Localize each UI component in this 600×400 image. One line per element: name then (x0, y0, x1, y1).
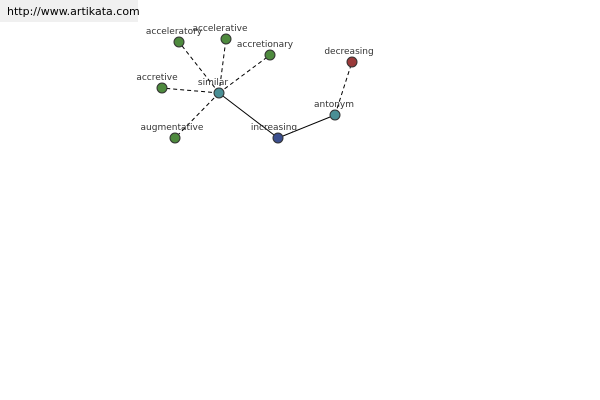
graph-nodes (156, 33, 358, 144)
node-label-augmentative[interactable]: augmentative (141, 123, 204, 133)
node-accretionary[interactable] (264, 49, 276, 61)
node-label-accretionary[interactable]: accretionary (237, 40, 294, 50)
node-similar[interactable] (213, 87, 225, 99)
node-accretive[interactable] (156, 82, 168, 94)
edge-similar-accretive (161, 87, 220, 94)
node-label-antonym[interactable]: antonym (314, 100, 354, 110)
node-accelerative[interactable] (220, 33, 232, 45)
node-decreasing[interactable] (346, 56, 358, 68)
node-antonym[interactable] (329, 109, 341, 121)
node-label-decreasing[interactable]: decreasing (324, 47, 373, 57)
node-increasing[interactable] (272, 132, 284, 144)
node-label-increasing[interactable]: increasing (251, 123, 297, 133)
edge-similar-augmentative (174, 92, 220, 139)
node-label-accretive[interactable]: accretive (136, 73, 178, 83)
edge-similar-accelerative (218, 38, 227, 94)
node-augmentative[interactable] (169, 132, 181, 144)
graph-edges (161, 38, 353, 139)
edge-antonym-decreasing (334, 61, 353, 116)
edge-similar-accretionary (218, 54, 271, 94)
edge-increasing-antonym (277, 114, 336, 139)
edge-similar-acceleratory (178, 41, 220, 94)
node-acceleratory[interactable] (173, 36, 185, 48)
node-label-accelerative[interactable]: accelerative (192, 24, 248, 34)
edge-similar-increasing (218, 92, 279, 139)
node-label-acceleratory[interactable]: acceleratory (146, 27, 203, 37)
source-banner: http://www.artikata.com (0, 0, 140, 22)
source-link[interactable]: http://www.artikata.com (7, 5, 140, 18)
node-label-similar[interactable]: similar (198, 78, 228, 88)
